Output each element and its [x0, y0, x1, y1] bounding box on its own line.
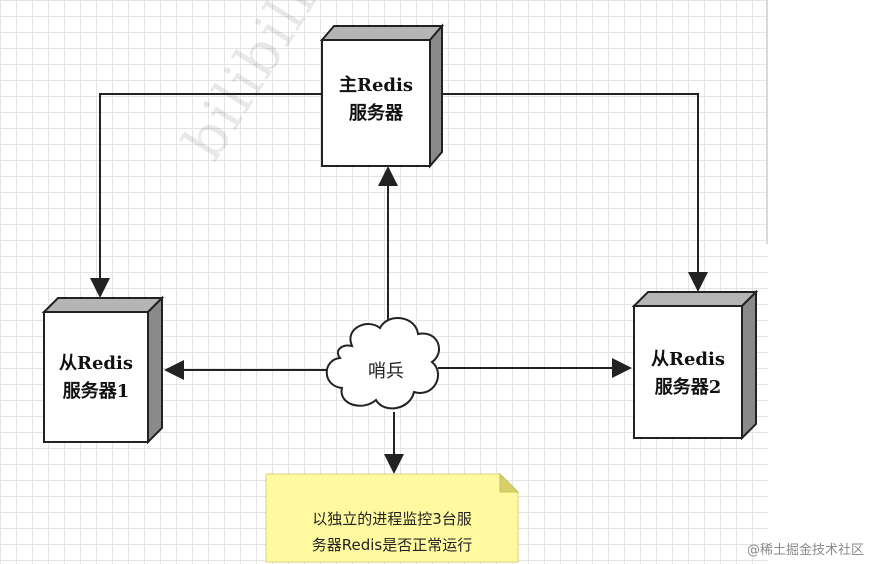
slave1-server-label: 从Redis 服务器1: [44, 350, 148, 406]
note-line1: 以独立的进程监控3台服: [312, 510, 472, 528]
slave2-label-line1: 从Redis: [651, 349, 725, 370]
slave1-label-line1: 从Redis: [59, 353, 133, 374]
master-server-box[interactable]: [319, 23, 445, 169]
sentinel-cloud: [325, 316, 440, 410]
sentinel-label: 哨兵: [368, 361, 404, 382]
master-to-slave1-line: [90, 93, 322, 298]
right-blank-pane: [768, 0, 872, 564]
slave1-server-box[interactable]: [41, 295, 165, 445]
slave2-label-line2: 服务器2: [654, 377, 722, 398]
note-text: 以独立的进程监控3台服 务器Redis是否正常运行: [266, 506, 518, 558]
slave1-label-line2: 服务器1: [62, 381, 130, 402]
note-box: [265, 472, 520, 563]
master-label-line1: 主Redis: [339, 75, 413, 96]
master-server-label: 主Redis 服务器: [322, 72, 430, 128]
pane-divider: [766, 0, 768, 244]
slave2-server-label: 从Redis 服务器2: [634, 346, 742, 402]
master-to-slave2-line: [442, 93, 708, 292]
note-line2: 务器Redis是否正常运行: [311, 536, 473, 554]
master-label-line2: 服务器: [349, 103, 403, 124]
slave2-server-box[interactable]: [631, 289, 759, 441]
credit-text: @稀土掘金技术社区: [746, 543, 864, 558]
